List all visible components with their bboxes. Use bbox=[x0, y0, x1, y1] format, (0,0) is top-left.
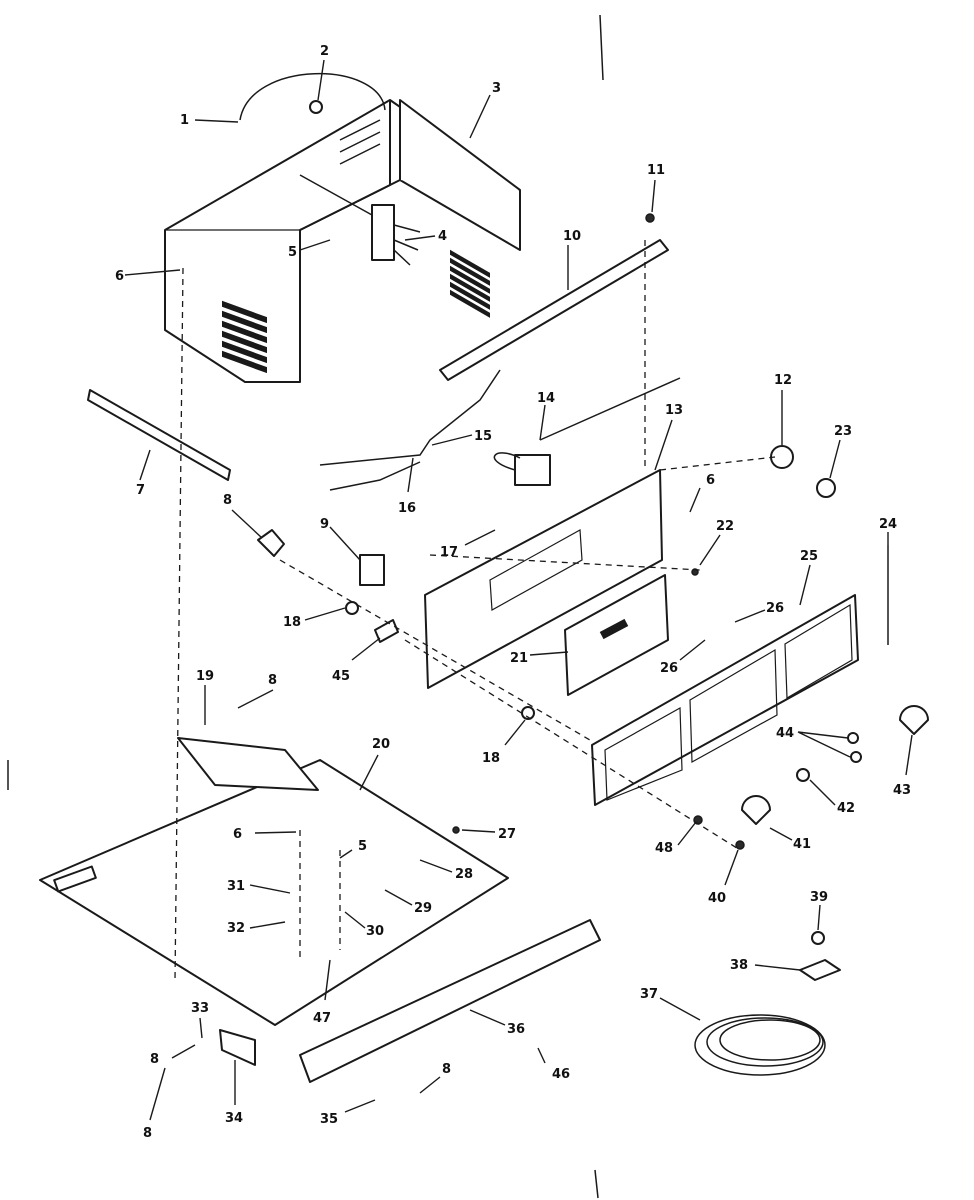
callout-37: 37 bbox=[640, 987, 658, 1002]
callout-41: 41 bbox=[793, 837, 811, 852]
callout-6b: 6 bbox=[233, 827, 242, 842]
callouts: 1 2 3 4 5 6 7 8 9 10 11 12 13 14 15 16 1 bbox=[115, 44, 913, 1141]
callout-18a: 18 bbox=[283, 615, 301, 630]
base-plate bbox=[39, 737, 509, 1026]
callout-32: 32 bbox=[227, 921, 245, 936]
callout-4: 4 bbox=[438, 229, 447, 244]
callout-43: 43 bbox=[893, 783, 911, 798]
callout-22: 22 bbox=[716, 519, 734, 534]
callout-11: 11 bbox=[647, 163, 665, 178]
switch-assembly bbox=[299, 174, 421, 266]
front-panel bbox=[591, 594, 859, 806]
bulb-44b bbox=[850, 751, 862, 763]
callout-13: 13 bbox=[665, 403, 683, 418]
callout-14: 14 bbox=[537, 391, 555, 406]
callout-8d: 8 bbox=[442, 1062, 451, 1077]
grommet bbox=[309, 100, 323, 114]
knob-43 bbox=[899, 705, 929, 735]
top-housing bbox=[164, 99, 521, 383]
callout-6c: 6 bbox=[706, 473, 715, 488]
callout-18b: 18 bbox=[482, 751, 500, 766]
callout-3: 3 bbox=[492, 81, 501, 96]
scan-mark-top bbox=[599, 14, 604, 81]
connector-8 bbox=[257, 529, 285, 557]
callout-48: 48 bbox=[655, 841, 673, 856]
callout-30: 30 bbox=[366, 924, 384, 939]
callout-34: 34 bbox=[225, 1111, 243, 1126]
guide-lines bbox=[174, 240, 776, 981]
callout-1: 1 bbox=[180, 113, 189, 128]
callout-16: 16 bbox=[398, 501, 416, 516]
callout-25: 25 bbox=[800, 549, 818, 564]
callout-8b: 8 bbox=[268, 673, 277, 688]
switch-9 bbox=[359, 554, 385, 586]
wire-harness-top bbox=[239, 73, 386, 121]
screw-11 bbox=[645, 213, 655, 223]
callout-46: 46 bbox=[552, 1067, 570, 1082]
control-panel bbox=[424, 469, 669, 696]
callout-17: 17 bbox=[440, 545, 458, 560]
callout-35: 35 bbox=[320, 1112, 338, 1127]
callout-20: 20 bbox=[372, 737, 390, 752]
callout-28: 28 bbox=[455, 867, 473, 882]
left-rail bbox=[87, 389, 231, 481]
motor-assembly bbox=[493, 377, 681, 486]
bulb-42 bbox=[796, 768, 810, 782]
callout-38: 38 bbox=[730, 958, 748, 973]
bulb-44a bbox=[847, 732, 859, 744]
cable-coil bbox=[694, 1014, 826, 1076]
wire-leads bbox=[319, 369, 501, 491]
callout-26b: 26 bbox=[660, 661, 678, 676]
callout-10: 10 bbox=[563, 229, 581, 244]
callout-24: 24 bbox=[879, 517, 897, 532]
front-rail bbox=[299, 919, 601, 1083]
callout-6a: 6 bbox=[115, 269, 124, 284]
callout-45: 45 bbox=[332, 669, 350, 684]
bracket-34 bbox=[219, 1029, 256, 1066]
washer-18a bbox=[345, 601, 359, 615]
knob-41 bbox=[741, 795, 771, 825]
callout-36: 36 bbox=[507, 1022, 525, 1037]
callout-44: 44 bbox=[776, 726, 794, 741]
plate-38 bbox=[799, 959, 841, 981]
nut-39 bbox=[811, 931, 825, 945]
callout-8e: 8 bbox=[150, 1052, 159, 1067]
vent-slots-left bbox=[222, 300, 267, 374]
callout-21: 21 bbox=[510, 651, 528, 666]
callout-12: 12 bbox=[774, 373, 792, 388]
screw-22 bbox=[691, 568, 699, 576]
callout-26a: 26 bbox=[766, 601, 784, 616]
screw-40 bbox=[735, 840, 745, 850]
callout-33: 33 bbox=[191, 1001, 209, 1016]
callout-5b: 5 bbox=[358, 839, 367, 854]
callout-39: 39 bbox=[810, 890, 828, 905]
callout-31: 31 bbox=[227, 879, 245, 894]
callout-40: 40 bbox=[708, 891, 726, 906]
screw-27 bbox=[452, 826, 460, 834]
callout-19: 19 bbox=[196, 669, 214, 684]
knob-23 bbox=[816, 478, 836, 498]
callout-29: 29 bbox=[414, 901, 432, 916]
vent-slots-right bbox=[450, 249, 490, 318]
callout-42: 42 bbox=[837, 801, 855, 816]
top-rail bbox=[439, 239, 669, 381]
callout-47: 47 bbox=[313, 1011, 331, 1026]
scan-mark-bottom bbox=[594, 1169, 599, 1199]
callout-8a: 8 bbox=[223, 493, 232, 508]
callout-2: 2 bbox=[320, 44, 329, 59]
callout-15: 15 bbox=[474, 429, 492, 444]
callout-7: 7 bbox=[136, 483, 145, 498]
callout-23: 23 bbox=[834, 424, 852, 439]
bracket-45 bbox=[374, 619, 399, 643]
callout-9: 9 bbox=[320, 517, 329, 532]
callout-8c: 8 bbox=[143, 1126, 152, 1141]
callout-27: 27 bbox=[498, 827, 516, 842]
callout-5a: 5 bbox=[288, 245, 297, 260]
